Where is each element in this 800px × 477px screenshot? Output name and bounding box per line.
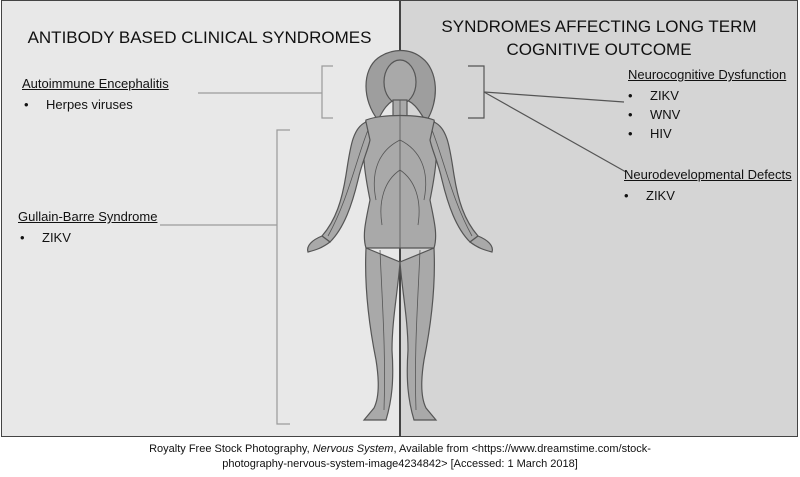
connector-lines [160,65,333,425]
list-gullain-barre: ZIKV [18,228,71,247]
list-item: ZIKV [622,186,675,205]
list-autoimmune-encephalitis: Herpes viruses [22,95,133,114]
bracket-gullain-barre [276,129,290,425]
right-hand [468,235,493,253]
list-item: WNV [626,105,680,124]
group-heading-autoimmune-encephalitis: Autoimmune Encephalitis [22,76,169,91]
right-leg [399,247,438,421]
list-item: ZIKV [626,86,680,105]
bracket-cognitive [468,65,485,119]
caption-title: Nervous System [312,443,394,455]
line-neurodevelopmental [483,91,627,173]
connector-lines-right [468,65,627,173]
list-item: HIV [626,124,680,143]
nerve-lines [327,100,473,411]
head [383,59,417,105]
left-arm [321,121,371,243]
nervous-system-figure [160,49,627,425]
list-neurocognitive-dysfunction: ZIKV WNV HIV [626,86,680,143]
group-heading-gullain-barre: Gullain-Barre Syndrome [18,209,158,224]
right-title-line-1: SYNDROMES AFFECTING LONG TERM [441,17,757,36]
right-arm [429,121,479,243]
list-item: ZIKV [18,228,71,247]
list-neurodevelopmental-defects: ZIKV [622,186,675,205]
group-heading-neurocognitive-dysfunction: Neurocognitive Dysfunction [628,67,787,82]
image-caption: Royalty Free Stock Photography, Nervous … [120,442,680,472]
bracket-encephalitis [321,65,333,119]
list-item: Herpes viruses [22,95,133,114]
left-leg [362,247,401,421]
line-neurocognitive [483,91,625,103]
group-heading-neurodevelopmental-defects: Neurodevelopmental Defects [624,167,792,182]
left-hand [307,235,332,253]
caption-text-before: Royalty Free Stock Photography, [149,443,313,455]
right-title-line-2: COGNITIVE OUTCOME [506,40,692,59]
left-panel-title: ANTIBODY BASED CLINICAL SYNDROMES [27,28,372,47]
caption-text-after: , Available from <https://www.dreamstime… [222,443,651,470]
right-panel-title: SYNDROMES AFFECTING LONG TERM COGNITIVE … [400,15,798,61]
